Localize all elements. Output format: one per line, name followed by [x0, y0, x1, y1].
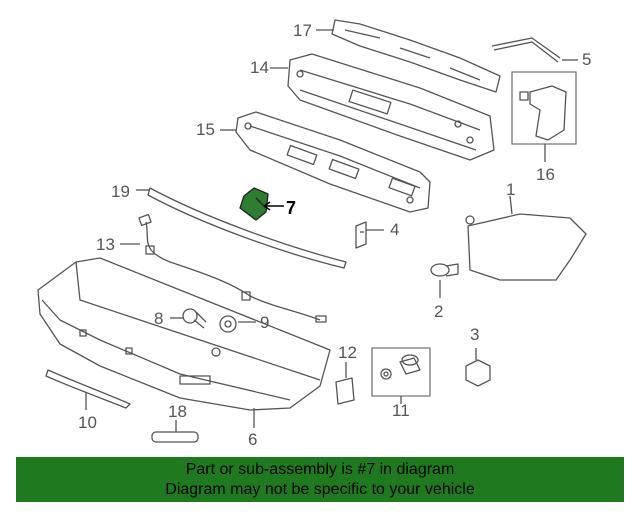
part-7-bracket-highlighted — [239, 187, 284, 221]
part-1-bumper-end — [465, 195, 587, 281]
callout-11: 11 — [392, 401, 410, 420]
part-4-clip — [355, 221, 384, 249]
callout-17: 17 — [293, 21, 312, 40]
callout-1: 1 — [506, 180, 516, 199]
callout-9: 9 — [260, 313, 270, 332]
callout-8: 8 — [154, 309, 164, 328]
banner-line-1: Part or sub-assembly is #7 in diagram — [185, 461, 455, 478]
part-19-trim-molding — [136, 187, 347, 269]
callout-5: 5 — [582, 50, 592, 69]
part-10-lower-molding — [45, 369, 131, 410]
callout-3: 3 — [470, 325, 480, 344]
callout-14: 14 — [250, 58, 269, 77]
banner-line-2: Diagram may not be specific to your vehi… — [165, 481, 475, 498]
part-11-kit-box — [371, 347, 431, 404]
callout-13: 13 — [96, 235, 115, 254]
callout-18: 18 — [168, 402, 187, 421]
part-9-clip-nut — [219, 315, 256, 333]
callout-15: 15 — [196, 120, 215, 139]
part-15-bumper-absorber — [220, 111, 431, 213]
notice-banner: Part or sub-assembly is #7 in diagram Di… — [16, 457, 624, 502]
callout-7: 7 — [286, 198, 297, 218]
part-14-impact-bar — [270, 53, 495, 161]
part-3-nut — [465, 348, 491, 387]
part-18-reflector — [151, 420, 199, 443]
part-5-rod — [491, 37, 578, 63]
callout-4: 4 — [390, 220, 400, 239]
part-2-push-pin — [430, 263, 459, 298]
callout-19: 19 — [111, 182, 130, 201]
part-6-bumper-cover — [37, 257, 331, 428]
part-12-plate — [335, 362, 355, 405]
callout-10: 10 — [78, 413, 97, 432]
part-13-wiring-harness — [120, 213, 327, 323]
part-16-bracket-box — [511, 71, 577, 162]
part-17-energy-absorber-strip — [316, 19, 501, 93]
callout-2: 2 — [434, 302, 444, 321]
callout-6: 6 — [248, 430, 258, 449]
callout-12: 12 — [338, 343, 357, 362]
part-8-bolt — [170, 308, 207, 329]
callout-16: 16 — [536, 165, 555, 184]
